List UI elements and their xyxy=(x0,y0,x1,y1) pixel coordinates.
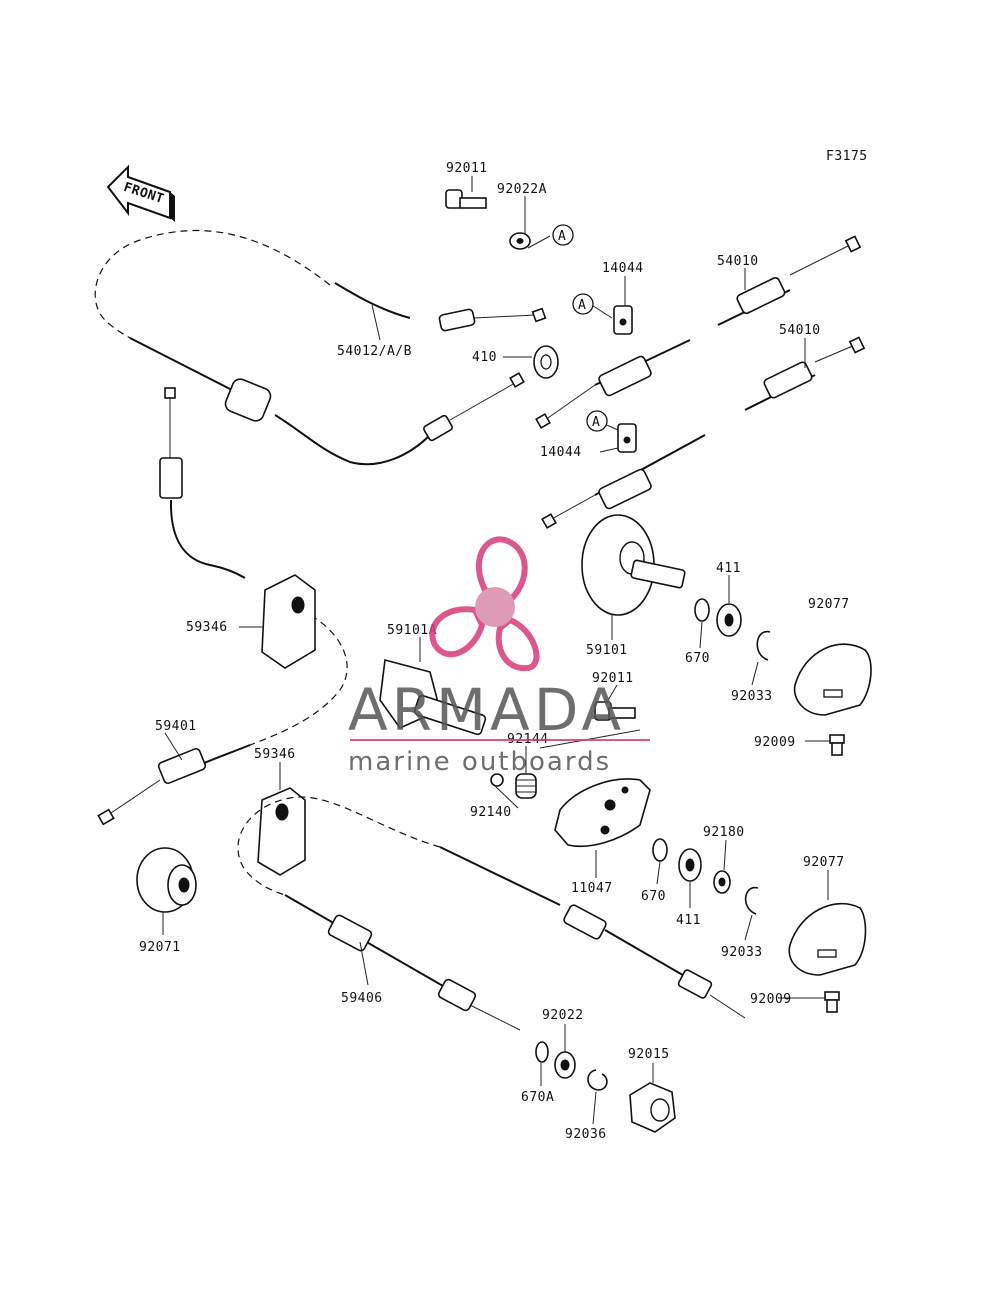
lever-59101a-icon xyxy=(379,658,487,736)
control-cable-upper-icon xyxy=(535,235,862,429)
bracket-icon xyxy=(554,778,651,848)
screw-lower-icon xyxy=(824,991,840,1013)
part-label: 411 xyxy=(676,913,701,928)
ring-410-icon xyxy=(533,345,559,379)
part-label: 92009 xyxy=(754,735,796,750)
bushing-icon xyxy=(136,847,197,913)
part-label: 59401 xyxy=(155,719,197,734)
control-cable-lower-icon xyxy=(541,336,866,529)
part-label: 54010 xyxy=(779,323,821,338)
part-label: 92033 xyxy=(721,945,763,960)
part-label: 411 xyxy=(716,561,741,576)
part-label: 92011 xyxy=(446,161,488,176)
cap-lower-icon xyxy=(788,902,867,976)
part-label: 92033 xyxy=(731,689,773,704)
part-label: 59346 xyxy=(254,747,296,762)
washer-upper-icon xyxy=(716,603,742,637)
watermark-tagline: marine outboards xyxy=(348,747,611,777)
choke-cable-icon xyxy=(97,387,348,826)
part-label: 59101 xyxy=(586,643,628,658)
grommet-upper-icon xyxy=(261,574,316,669)
reference-marker-1: A xyxy=(552,224,574,246)
lock-washer-icon xyxy=(587,1069,608,1091)
part-label: 54012/A/B xyxy=(337,344,412,359)
figure-code: F3175 xyxy=(826,149,868,164)
reference-marker-3: A xyxy=(586,410,608,432)
part-label: 92022 xyxy=(542,1008,584,1023)
part-label: 92022A xyxy=(497,182,547,197)
part-label: 92180 xyxy=(703,825,745,840)
svg-text:A: A xyxy=(592,415,600,430)
part-label: 59406 xyxy=(341,991,383,1006)
clip-upper-icon xyxy=(613,305,633,335)
part-label: 92071 xyxy=(139,940,181,955)
propeller-icon xyxy=(429,536,540,672)
throttle-cable-icon xyxy=(94,229,547,466)
spring-icon xyxy=(515,773,537,799)
part-label: 92077 xyxy=(808,597,850,612)
washer-92022a-icon xyxy=(509,232,531,250)
nut-icon xyxy=(629,1082,676,1133)
front-arrow-icon: FRONT xyxy=(106,164,175,222)
leader-lines xyxy=(162,176,830,1125)
part-label: 670A xyxy=(521,1090,554,1105)
o-ring-upper-icon xyxy=(694,598,710,622)
o-ring-670a-icon xyxy=(535,1041,549,1063)
part-label: 59346 xyxy=(186,620,228,635)
washer-92180-icon xyxy=(713,870,731,894)
clip-92033-upper-icon xyxy=(756,631,771,661)
clip-lower-icon xyxy=(617,423,637,453)
watermark-logo: ARMADA marine outboards xyxy=(348,536,650,777)
throttle-lever-icon xyxy=(581,514,686,616)
bolt-mid-icon xyxy=(594,701,636,721)
part-label: 410 xyxy=(472,350,497,365)
svg-text:A: A xyxy=(578,298,586,313)
part-label: 92077 xyxy=(803,855,845,870)
part-label: 59101A xyxy=(387,623,437,638)
part-labels: 92011 92022A 14044 54010 54012/A/B 410 5… xyxy=(139,161,850,1142)
part-label: 92015 xyxy=(628,1047,670,1062)
part-label: 54010 xyxy=(717,254,759,269)
grommet-lower-icon xyxy=(257,787,306,876)
washer-lower-icon xyxy=(678,848,702,882)
part-label: 11047 xyxy=(571,881,613,896)
washer-92022-icon xyxy=(554,1051,576,1079)
cap-upper-icon xyxy=(793,643,872,716)
screw-upper-icon xyxy=(829,734,845,756)
part-label: 14044 xyxy=(602,261,644,276)
part-label: 92009 xyxy=(750,992,792,1007)
shift-cable-icon xyxy=(237,796,746,1031)
bolt-upper-icon xyxy=(445,189,487,209)
part-label: 92011 xyxy=(592,671,634,686)
watermark-brand: ARMADA xyxy=(348,676,625,744)
part-label: 670 xyxy=(685,651,710,666)
clip-92033-lower-icon xyxy=(744,886,759,915)
reference-marker-2: A xyxy=(572,293,594,315)
part-label: 92140 xyxy=(470,805,512,820)
part-label: 14044 xyxy=(540,445,582,460)
o-ring-lower-icon xyxy=(652,838,668,862)
part-label: 670 xyxy=(641,889,666,904)
part-label: 92036 xyxy=(565,1127,607,1142)
svg-text:A: A xyxy=(558,229,566,244)
ball-icon xyxy=(490,773,504,787)
